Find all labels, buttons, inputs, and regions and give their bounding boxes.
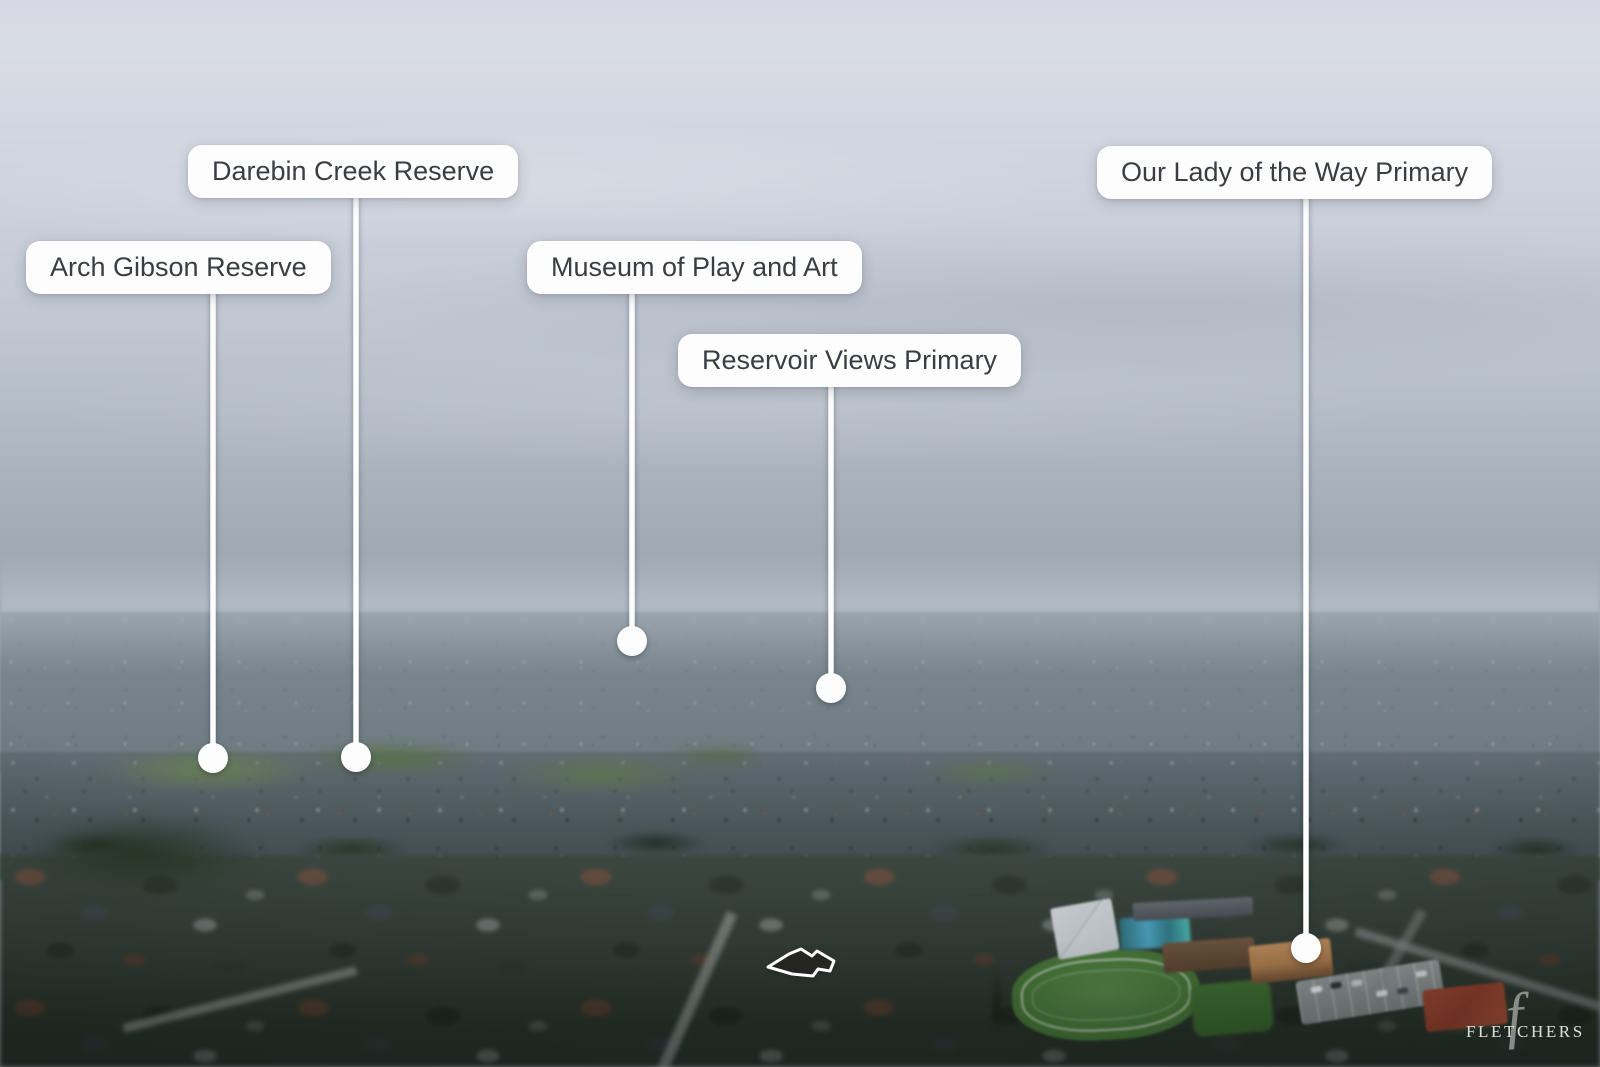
location-dot-darebin-creek [341, 742, 371, 772]
location-dot-arch-gibson [198, 743, 228, 773]
fletchers-wordmark: FLETCHERS [1466, 1022, 1585, 1041]
label-darebin-creek-reserve: Darebin Creek Reserve [188, 145, 519, 198]
label-our-lady-of-the-way-primary: Our Lady of the Way Primary [1097, 146, 1493, 199]
location-dot-museum [617, 626, 647, 656]
cypress-trees [988, 958, 1006, 1048]
location-dot-our-lady [1291, 933, 1321, 963]
property-boundary-outline [766, 947, 836, 978]
parkland-patch [880, 748, 1100, 796]
label-arch-gibson-reserve: Arch Gibson Reserve [26, 241, 331, 294]
label-reservoir-views-primary: Reservoir Views Primary [678, 334, 1022, 387]
label-museum-of-play-and-art: Museum of Play and Art [527, 241, 862, 294]
tree-cluster [0, 788, 320, 918]
sky [0, 0, 1600, 660]
fletchers-watermark: f FLETCHERS [1440, 981, 1600, 1065]
location-dot-reservoir-views [816, 673, 846, 703]
